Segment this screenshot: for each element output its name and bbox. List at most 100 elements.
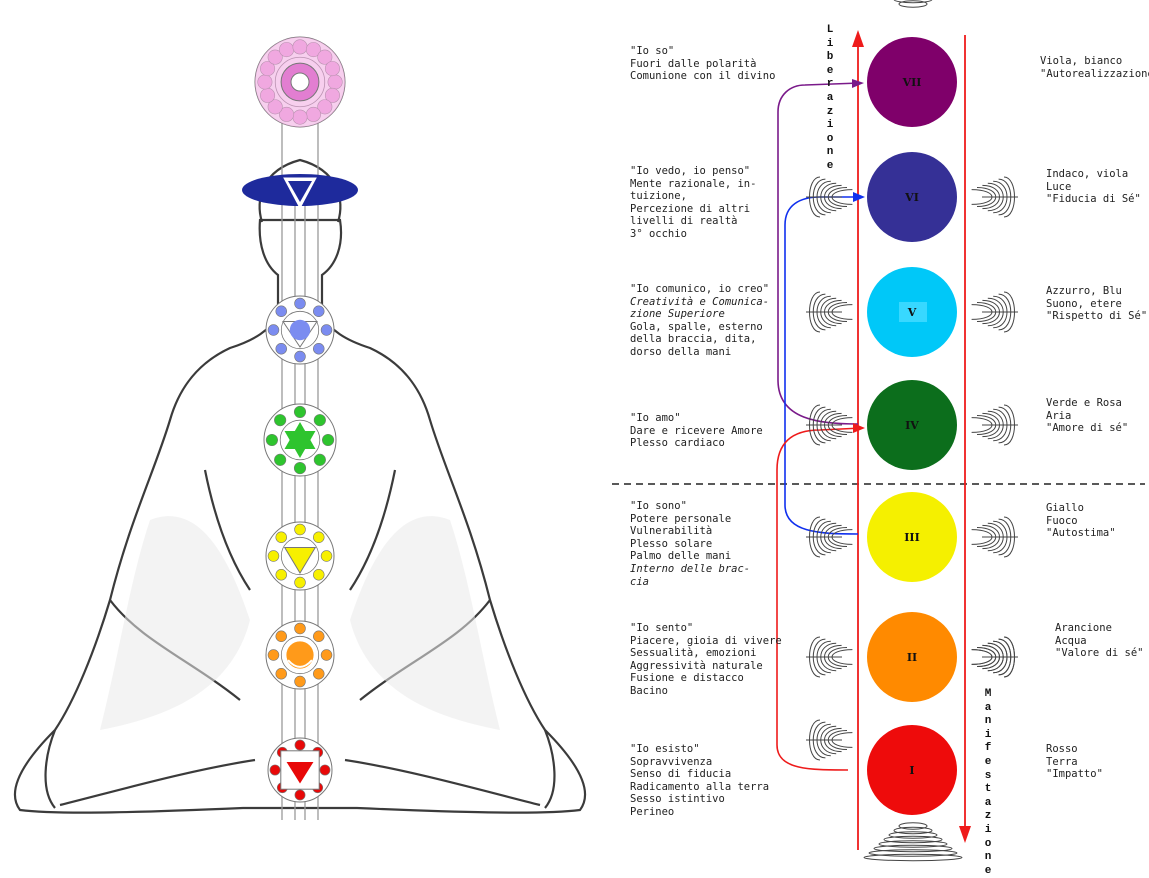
- description-line: dorso della mani: [630, 346, 769, 359]
- chakra-circle-4: IV: [867, 380, 957, 470]
- description-line: Piacere, gioia di vivere: [630, 635, 782, 648]
- description-line: Suono, etere: [1046, 298, 1147, 311]
- blue-connection-arrow: [785, 192, 865, 534]
- description-line: Fuoco: [1046, 515, 1116, 528]
- description-line: "Io esisto": [630, 743, 769, 756]
- chakra-circle-2: II: [867, 612, 957, 702]
- chakra-circle-3: III: [867, 492, 957, 582]
- description-line: Vulnerabilità: [630, 525, 750, 538]
- chakra-numeral: V: [907, 306, 917, 319]
- vortex-cone-icon: [806, 405, 852, 445]
- description-line: "Autorealizzazione": [1040, 68, 1149, 81]
- description-line: Azzurro, Blu: [1046, 285, 1147, 298]
- description-line: Plesso solare: [630, 538, 750, 551]
- chakra-circle-5: V: [867, 267, 957, 357]
- purple-connection-arrow: [778, 79, 864, 424]
- down-letters: Manifestazione: [984, 688, 992, 878]
- description-line: Sopravvivenza: [630, 756, 769, 769]
- description-line: Comunione con il divino: [630, 70, 775, 83]
- description-line: Luce: [1046, 181, 1141, 194]
- description-line: Percezione di altri: [630, 203, 756, 216]
- description-line: Dare e ricevere Amore: [630, 425, 763, 438]
- description-line: "Io vedo, io penso": [630, 165, 756, 178]
- chakra-numeral: III: [904, 531, 919, 544]
- red-connection-arrow: [777, 423, 865, 770]
- chakra-circle-6: VI: [867, 152, 957, 242]
- spiral-vortex-icon: [884, 0, 942, 7]
- chakra-circle-7: VII: [867, 37, 957, 127]
- chakra-numeral: IV: [905, 419, 919, 432]
- description-line: 3° occhio: [630, 228, 756, 241]
- liberation-axis-label: Liberazione: [824, 24, 836, 174]
- up-letters: Liberazione: [826, 24, 834, 174]
- chakra-numeral: II: [907, 651, 917, 664]
- description-line: "Fiducia di Sé": [1046, 193, 1141, 206]
- spiral-vortex-icon: [864, 823, 962, 861]
- description-line: tuizione,: [630, 190, 756, 203]
- description-line: "Impatto": [1046, 768, 1103, 781]
- description-line: Potere personale: [630, 513, 750, 526]
- description-line: Palmo delle mani: [630, 550, 750, 563]
- description-line: "Io amo": [630, 412, 763, 425]
- description-line: Mente razionale, in-: [630, 178, 756, 191]
- description-line: "Rispetto di Sé": [1046, 310, 1147, 323]
- description-line: Indaco, viola: [1046, 168, 1141, 181]
- vortex-cone-icon: [972, 292, 1018, 332]
- chakra-numeral: I: [909, 764, 914, 777]
- description-line: della braccia, dita,: [630, 333, 769, 346]
- description-line: Viola, bianco: [1040, 55, 1149, 68]
- liberation-axis-arrow: [852, 30, 864, 850]
- chakra-circle-1: I: [867, 725, 957, 815]
- description-line: Perineo: [630, 806, 769, 819]
- description-line: Fuori dalle polarità: [630, 58, 775, 71]
- description-line: Bacino: [630, 685, 782, 698]
- description-line: Creatività e Comunica-: [630, 296, 769, 309]
- description-line: "Io sento": [630, 622, 782, 635]
- vortex-cone-icon: [972, 517, 1018, 557]
- description-line: Gola, spalle, esterno: [630, 321, 769, 334]
- description-line: Arancione: [1055, 622, 1144, 635]
- description-line: "Io comunico, io creo": [630, 283, 769, 296]
- left-description-chakra-6: "Io vedo, io penso"Mente razionale, in-t…: [630, 165, 756, 241]
- description-line: Aria: [1046, 410, 1128, 423]
- description-line: "Valore di sé": [1055, 647, 1144, 660]
- description-line: Sessualità, emozioni: [630, 647, 782, 660]
- description-line: "Io sono": [630, 500, 750, 513]
- description-line: livelli di realtà: [630, 215, 756, 228]
- vortex-cone-icon: [806, 517, 852, 557]
- description-line: Aggressività naturale: [630, 660, 782, 673]
- description-line: Senso di fiducia: [630, 768, 769, 781]
- description-line: Verde e Rosa: [1046, 397, 1128, 410]
- right-description-chakra-7: Viola, bianco"Autorealizzazione": [1040, 55, 1149, 80]
- manifestation-axis-label: Manifestazione: [982, 688, 994, 878]
- vortex-cone-icon: [806, 637, 852, 677]
- description-line: Terra: [1046, 756, 1103, 769]
- vortex-cone-icon: [806, 720, 852, 760]
- description-line: Radicamento alla terra: [630, 781, 769, 794]
- description-line: Sesso istintivo: [630, 793, 769, 806]
- description-line: "Autostima": [1046, 527, 1116, 540]
- description-line: zione Superiore: [630, 308, 769, 321]
- chakra-numeral: VII: [902, 76, 922, 89]
- description-line: Rosso: [1046, 743, 1103, 756]
- description-line: cia: [630, 576, 750, 589]
- vortex-cone-icon: [972, 405, 1018, 445]
- vortex-cone-icon: [806, 292, 852, 332]
- vortex-cone-icon: [972, 177, 1018, 217]
- description-line: Plesso cardiaco: [630, 437, 763, 450]
- description-line: Acqua: [1055, 635, 1144, 648]
- description-line: Fusione e distacco: [630, 672, 782, 685]
